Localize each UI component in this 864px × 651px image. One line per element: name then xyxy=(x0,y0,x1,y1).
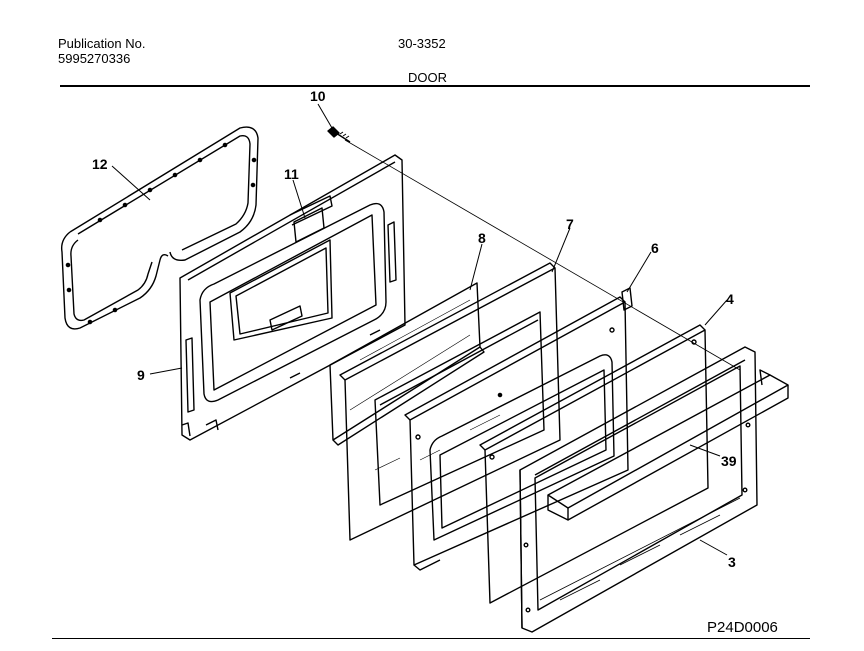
footer-rule xyxy=(52,638,810,639)
callout-7: 7 xyxy=(566,216,574,232)
screw-part-10 xyxy=(327,126,351,143)
callout-4: 4 xyxy=(726,291,734,307)
callout-39: 39 xyxy=(721,453,737,469)
gasket-part-12 xyxy=(60,126,259,330)
publication-label: Publication No. xyxy=(58,36,146,51)
model-number: 30-3352 xyxy=(398,36,446,51)
callout-12: 12 xyxy=(92,156,108,172)
drawing-code: P24D0006 xyxy=(707,619,778,636)
header-rule xyxy=(60,85,810,87)
section-title: DOOR xyxy=(408,70,447,85)
insulation-part-8 xyxy=(329,282,485,446)
callout-3: 3 xyxy=(728,554,736,570)
callout-10: 10 xyxy=(310,88,326,104)
publication-number: 5995270336 xyxy=(58,51,131,66)
callout-8: 8 xyxy=(478,230,486,246)
handle-part-39 xyxy=(547,369,789,521)
outer-glass-part-4 xyxy=(479,324,709,604)
glass-pack-part-7 xyxy=(339,262,561,541)
door-liner-part-9 xyxy=(179,154,406,441)
callout-9: 9 xyxy=(137,367,145,383)
callout-11: 11 xyxy=(284,166,299,182)
inner-frame-part-6 xyxy=(404,287,633,571)
outer-door-part-3 xyxy=(519,346,758,633)
callout-6: 6 xyxy=(651,240,659,256)
